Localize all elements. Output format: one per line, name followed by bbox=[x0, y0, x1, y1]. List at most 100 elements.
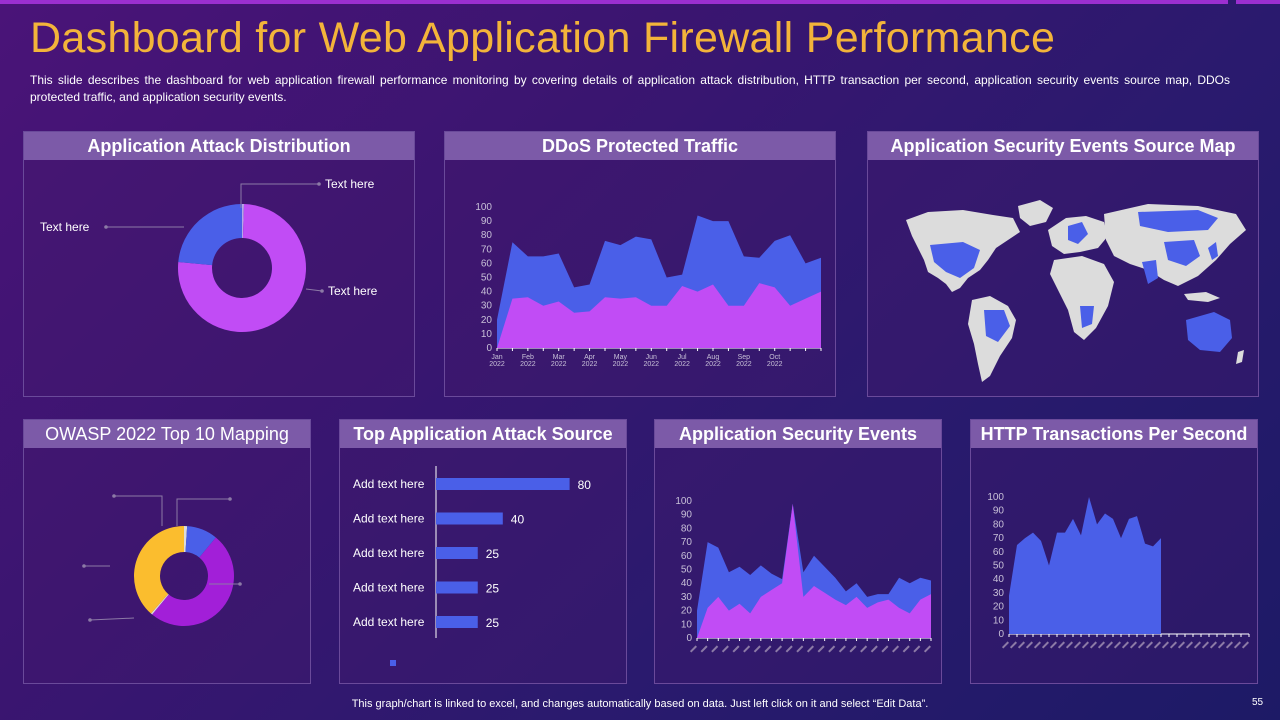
australia-highlight[interactable] bbox=[1186, 312, 1232, 352]
bar-4[interactable] bbox=[436, 616, 478, 628]
x-tick-label: 2022 bbox=[582, 361, 598, 368]
bar-category-label: Add text here bbox=[353, 546, 425, 560]
x-tick-label bbox=[1009, 641, 1018, 649]
x-tick-label: Feb bbox=[522, 354, 534, 361]
owasp-header: OWASP 2022 Top 10 Mapping bbox=[24, 420, 310, 448]
x-tick-label bbox=[1169, 641, 1177, 649]
x-tick-label bbox=[796, 645, 804, 653]
y-tick-label: 30 bbox=[993, 588, 1005, 599]
world-map[interactable] bbox=[868, 160, 1260, 398]
y-tick-label: 50 bbox=[481, 273, 493, 284]
owasp-slice-4[interactable] bbox=[134, 526, 184, 614]
attack-distribution-chart[interactable]: Text here Text here Text here bbox=[24, 160, 416, 398]
y-tick-label: 20 bbox=[481, 315, 493, 326]
owasp-slice-3[interactable] bbox=[150, 594, 169, 615]
y-tick-label: 10 bbox=[993, 615, 1005, 626]
x-tick-label bbox=[1193, 641, 1201, 649]
bar-3[interactable] bbox=[436, 581, 478, 594]
x-tick-label bbox=[1241, 641, 1249, 649]
ddos-chart[interactable]: 0102030405060708090100Jan2022Feb2022Mar2… bbox=[445, 160, 837, 398]
y-tick-label: 80 bbox=[681, 523, 693, 534]
x-tick-label bbox=[1185, 641, 1193, 649]
y-tick-label: 10 bbox=[481, 329, 493, 340]
y-tick-label: 60 bbox=[681, 551, 693, 562]
page-number: 55 bbox=[1252, 697, 1264, 708]
indonesia-shape[interactable] bbox=[1184, 292, 1220, 302]
europe-highlight[interactable] bbox=[1068, 222, 1088, 244]
bar-category-label: Add text here bbox=[353, 477, 425, 491]
y-tick-label: 20 bbox=[993, 602, 1005, 613]
x-tick-label: 2022 bbox=[489, 361, 505, 368]
owasp-slice-1[interactable] bbox=[185, 526, 216, 558]
attack-distribution-slice-1[interactable] bbox=[178, 204, 306, 332]
x-tick-label bbox=[721, 645, 729, 653]
leader-dot bbox=[320, 289, 324, 293]
x-tick-label bbox=[764, 645, 772, 653]
china-highlight[interactable] bbox=[1164, 240, 1200, 266]
x-tick-label bbox=[1177, 641, 1185, 649]
x-tick-label bbox=[732, 645, 740, 653]
x-tick-label: 2022 bbox=[767, 361, 783, 368]
leader-line bbox=[176, 498, 230, 526]
leader-line bbox=[89, 617, 135, 621]
new-zealand-shape[interactable] bbox=[1236, 350, 1244, 364]
india-highlight[interactable] bbox=[1142, 260, 1158, 284]
area-series-1[interactable] bbox=[697, 503, 931, 638]
area-series-1[interactable] bbox=[497, 283, 821, 348]
leader-dot bbox=[88, 618, 92, 622]
owasp-slice-0[interactable] bbox=[184, 526, 188, 553]
x-tick-label bbox=[1017, 641, 1025, 649]
attack-distribution-slice-0[interactable] bbox=[242, 204, 245, 239]
africa-highlight[interactable] bbox=[1080, 306, 1094, 328]
attack-distribution-slice-2[interactable] bbox=[178, 204, 242, 266]
usa-highlight[interactable] bbox=[930, 242, 980, 278]
y-tick-label: 70 bbox=[681, 537, 693, 548]
attack-distribution-header: Application Attack Distribution bbox=[24, 132, 414, 160]
x-tick-label bbox=[1049, 641, 1057, 649]
owasp-slice-2[interactable] bbox=[152, 537, 234, 626]
x-tick-label: 2022 bbox=[736, 361, 752, 368]
japan-highlight[interactable] bbox=[1208, 242, 1218, 260]
x-tick-label bbox=[1145, 641, 1153, 649]
x-tick-label: 2022 bbox=[674, 361, 690, 368]
x-tick-label: 2022 bbox=[643, 361, 659, 368]
y-tick-label: 0 bbox=[998, 629, 1004, 640]
leader-dot bbox=[104, 225, 108, 229]
owasp-chart[interactable] bbox=[24, 448, 312, 685]
attack-distribution-panel: Application Attack Distribution Text her… bbox=[23, 131, 415, 397]
bar-1[interactable] bbox=[436, 512, 503, 525]
top-accent-bar-right bbox=[1236, 0, 1280, 4]
x-tick-label bbox=[1201, 641, 1209, 649]
y-tick-label: 20 bbox=[681, 606, 693, 617]
area-series-0[interactable] bbox=[697, 503, 931, 638]
y-tick-label: 90 bbox=[993, 506, 1005, 517]
africa-shape[interactable] bbox=[1050, 256, 1114, 340]
y-tick-label: 100 bbox=[475, 202, 492, 213]
y-tick-label: 80 bbox=[993, 519, 1005, 530]
top-source-panel: Top Application Attack Source Add text h… bbox=[339, 419, 627, 684]
greenland-shape[interactable] bbox=[1018, 200, 1053, 226]
y-tick-label: 50 bbox=[993, 561, 1005, 572]
bar-value-label: 25 bbox=[486, 582, 500, 596]
x-tick-label bbox=[902, 645, 910, 653]
legend-swatch bbox=[390, 660, 396, 666]
russia-highlight[interactable] bbox=[1138, 210, 1218, 232]
owasp-panel: OWASP 2022 Top 10 Mapping bbox=[23, 419, 311, 684]
x-tick-label bbox=[817, 645, 825, 653]
brazil-highlight[interactable] bbox=[984, 310, 1010, 342]
bar-2[interactable] bbox=[436, 547, 478, 559]
y-tick-label: 70 bbox=[481, 244, 493, 255]
area-series-0[interactable] bbox=[1009, 497, 1161, 634]
x-tick-label bbox=[1105, 641, 1113, 649]
y-tick-label: 60 bbox=[993, 547, 1005, 558]
leader-dot bbox=[82, 564, 86, 568]
y-tick-label: 90 bbox=[481, 216, 493, 227]
bar-0[interactable] bbox=[436, 478, 570, 490]
x-tick-label bbox=[1217, 641, 1225, 649]
x-tick-label bbox=[775, 645, 783, 653]
y-tick-label: 30 bbox=[681, 592, 693, 603]
